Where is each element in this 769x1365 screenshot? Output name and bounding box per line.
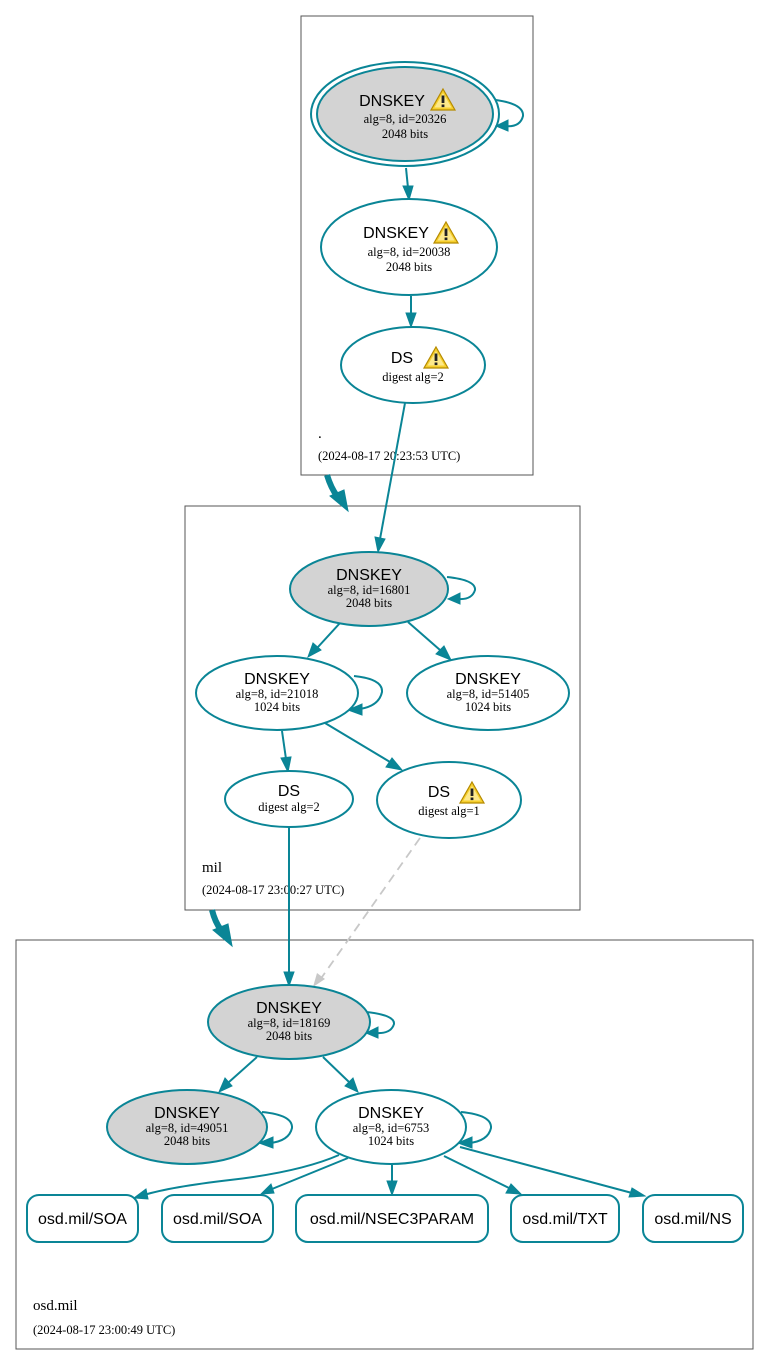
node-title: DNSKEY bbox=[455, 671, 521, 688]
self-loop-root-ksk bbox=[494, 99, 524, 132]
node-line2: 2048 bits bbox=[386, 260, 432, 274]
node-mil-ds2[interactable]: DS digest alg=2 bbox=[224, 770, 354, 828]
node-root-ksk[interactable]: DNSKEY alg=8, id=20326 2048 bits bbox=[310, 61, 500, 167]
node-title: DNSKEY bbox=[358, 1105, 424, 1122]
edge-root-ksk-to-zsk bbox=[402, 167, 414, 202]
node-line2: 2048 bits bbox=[346, 596, 392, 610]
node-line2: 2048 bits bbox=[266, 1029, 312, 1043]
node-title: DNSKEY bbox=[359, 93, 425, 110]
edge-mil-ds1-to-osd-ksk-dashed bbox=[313, 837, 421, 987]
rrset-label: osd.mil/NSEC3PARAM bbox=[310, 1211, 474, 1228]
node-line1: alg=8, id=21018 bbox=[236, 687, 319, 701]
node-title: DNSKEY bbox=[336, 567, 402, 584]
rrset-ns[interactable]: osd.mil/NS bbox=[642, 1194, 744, 1243]
node-line1: alg=8, id=20038 bbox=[368, 245, 451, 259]
node-title: DNSKEY bbox=[244, 671, 310, 688]
node-osd-ksk2[interactable]: DNSKEY alg=8, id=49051 2048 bits bbox=[106, 1089, 268, 1165]
node-line2: 1024 bits bbox=[254, 700, 300, 714]
node-mil-zsk1[interactable]: DNSKEY alg=8, id=21018 1024 bits bbox=[195, 655, 359, 731]
edge-root-ds-to-mil-ksk bbox=[374, 402, 406, 554]
edge-osd-zsk-to-txt bbox=[443, 1155, 523, 1195]
rrset-txt[interactable]: osd.mil/TXT bbox=[510, 1194, 620, 1243]
node-title: DS bbox=[428, 784, 450, 801]
edge-root-zsk-to-ds bbox=[405, 296, 417, 329]
edge-mil-ds2-to-osd-ksk bbox=[283, 827, 295, 988]
edge-osd-zsk-to-soa1 bbox=[132, 1154, 340, 1200]
node-title: DNSKEY bbox=[154, 1105, 220, 1122]
node-line1: digest alg=2 bbox=[382, 370, 444, 384]
self-loop-mil-zsk1 bbox=[346, 675, 383, 716]
edge-mil-ksk-to-zsk1 bbox=[307, 622, 341, 659]
node-line1: alg=8, id=20326 bbox=[364, 112, 447, 126]
edge-osd-zsk-to-ns bbox=[459, 1146, 647, 1198]
zone-root-name: . bbox=[318, 426, 322, 442]
rrset-nsec3param[interactable]: osd.mil/NSEC3PARAM bbox=[295, 1194, 489, 1243]
zone-mil-name: mil bbox=[202, 860, 222, 876]
node-mil-zsk2[interactable]: DNSKEY alg=8, id=51405 1024 bits bbox=[406, 655, 570, 731]
rrset-label: osd.mil/TXT bbox=[522, 1211, 608, 1228]
node-line2: 1024 bits bbox=[368, 1134, 414, 1148]
edge-mil-zsk1-to-ds1 bbox=[324, 722, 404, 771]
node-line1: alg=8, id=49051 bbox=[146, 1121, 229, 1135]
edge-osd-zsk-to-soa2 bbox=[259, 1157, 349, 1195]
self-loop-osd-zsk bbox=[456, 1111, 492, 1149]
node-line1: alg=8, id=18169 bbox=[248, 1016, 331, 1030]
edge-mil-ksk-to-zsk2 bbox=[407, 621, 453, 661]
rrset-label: osd.mil/SOA bbox=[38, 1211, 127, 1228]
self-loop-osd-ksk2 bbox=[257, 1111, 293, 1149]
node-mil-ksk[interactable]: DNSKEY alg=8, id=16801 2048 bits bbox=[289, 551, 449, 627]
self-loop-osd-ksk bbox=[364, 1011, 395, 1039]
edge-osd-zsk-to-nsec3param bbox=[386, 1165, 398, 1197]
node-line1: alg=8, id=51405 bbox=[447, 687, 530, 701]
self-loop-mil-ksk bbox=[446, 576, 476, 605]
delegation-edge-root-mil bbox=[324, 474, 349, 513]
edge-osd-ksk-to-zsk bbox=[322, 1056, 359, 1093]
node-line2: 2048 bits bbox=[164, 1134, 210, 1148]
node-line1: alg=8, id=6753 bbox=[353, 1121, 430, 1135]
rrset-soa-2[interactable]: osd.mil/SOA bbox=[161, 1194, 274, 1243]
rrset-soa-1[interactable]: osd.mil/SOA bbox=[26, 1194, 139, 1243]
node-root-ds[interactable]: DS digest alg=2 bbox=[340, 326, 486, 404]
node-osd-ksk[interactable]: DNSKEY alg=8, id=18169 2048 bits bbox=[207, 984, 371, 1060]
node-line1: digest alg=1 bbox=[418, 804, 480, 818]
node-title: DS bbox=[278, 783, 300, 800]
rrset-label: osd.mil/SOA bbox=[173, 1211, 262, 1228]
zone-osd-date: (2024-08-17 23:00:49 UTC) bbox=[33, 1323, 175, 1337]
node-line1: alg=8, id=16801 bbox=[328, 583, 411, 597]
zone-root-date: (2024-08-17 20:23:53 UTC) bbox=[318, 449, 460, 463]
node-title: DNSKEY bbox=[256, 1000, 322, 1017]
edge-osd-ksk-to-ksk2 bbox=[218, 1056, 258, 1093]
node-title: DS bbox=[391, 350, 413, 367]
zone-mil-date: (2024-08-17 23:00:27 UTC) bbox=[202, 883, 344, 897]
node-root-zsk[interactable]: DNSKEY alg=8, id=20038 2048 bits bbox=[320, 198, 498, 296]
zone-osd-name: osd.mil bbox=[33, 1298, 78, 1314]
edge-mil-zsk1-to-ds2 bbox=[280, 730, 292, 774]
node-title: DNSKEY bbox=[363, 225, 429, 242]
delegation-edge-mil-osd bbox=[209, 909, 233, 948]
node-mil-ds1[interactable]: DS digest alg=1 bbox=[376, 761, 522, 839]
node-line1: digest alg=2 bbox=[258, 800, 320, 814]
rrset-label: osd.mil/NS bbox=[654, 1211, 731, 1228]
node-line2: 1024 bits bbox=[465, 700, 511, 714]
node-line2: 2048 bits bbox=[382, 127, 428, 141]
node-osd-zsk[interactable]: DNSKEY alg=8, id=6753 1024 bits bbox=[315, 1089, 467, 1165]
